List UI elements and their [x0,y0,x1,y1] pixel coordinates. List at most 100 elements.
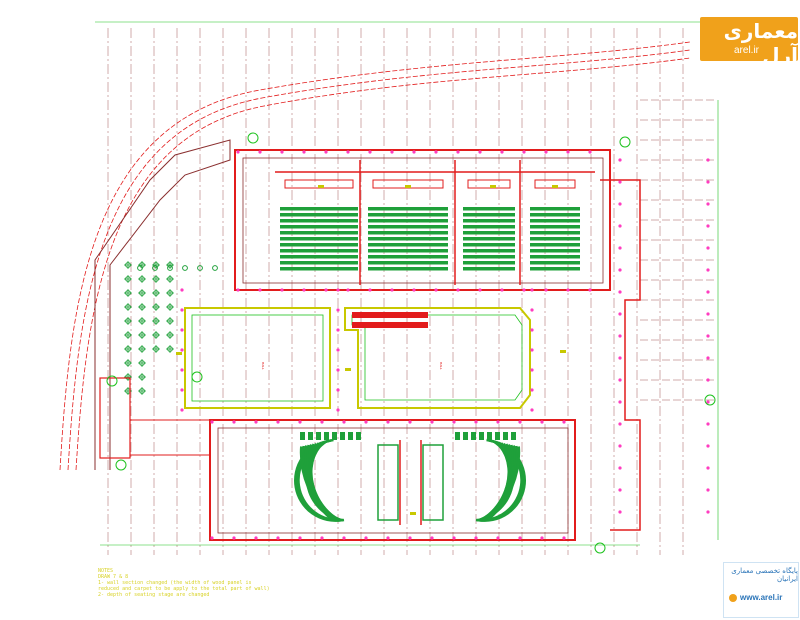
column-node [232,536,236,540]
seat-row [368,243,448,247]
stamp-line-1: پایگاه تخصصی معماری ایرانیان [731,567,798,583]
column-node [368,150,372,154]
column-node [336,288,340,292]
column-node [364,420,368,424]
column-node [280,288,284,292]
seat-row [280,249,358,253]
seat-block [324,432,329,440]
seat-block [356,432,361,440]
column-node [386,536,390,540]
column-node [544,150,548,154]
column-node [706,400,710,404]
column-node [706,466,710,470]
column-node [706,202,710,206]
column-node [302,288,306,292]
column-node [706,290,710,294]
seat-block [511,432,516,440]
seat-block [455,432,460,440]
bottom-block [209,419,576,541]
section-marker [594,542,606,554]
column-node [618,466,622,470]
column-node [618,378,622,382]
column-node [342,536,346,540]
room-tag [318,185,324,188]
table [137,265,143,271]
logo-text-en: arel.ir [734,45,760,56]
seat-row [368,261,448,265]
column-node [478,150,482,154]
column-node [408,536,412,540]
column-node [706,268,710,272]
room-tag [345,368,351,371]
seat-block [479,432,484,440]
left-corridor [129,419,211,456]
seat-row [368,213,448,217]
seat-row [368,237,448,241]
seat-row [463,231,515,235]
screen-stage [467,179,511,189]
column-node [618,224,622,228]
table [167,265,173,271]
seat-row [463,237,515,241]
column-node [706,356,710,360]
column-node [236,150,240,154]
column-node [408,420,412,424]
column-node [530,308,534,312]
table [182,265,188,271]
seat-block [495,432,500,440]
seat-row [280,255,358,259]
top-block [234,149,611,291]
column-node [706,246,710,250]
column-node [530,328,534,332]
column-node [346,288,350,292]
column-node [412,150,416,154]
cafe-tables [124,261,218,395]
column-node [324,288,328,292]
notes-line-4: 2- depth of seating stage are changed [98,592,210,598]
column-node [474,536,478,540]
drawing-notes: NOTES DRAW 7 & 8 1- wall section changed… [98,568,270,598]
seat-row [530,231,580,235]
column-node [706,224,710,228]
seat-row [463,243,515,247]
column-node [566,288,570,292]
column-node [530,368,534,372]
seat-row [368,207,448,211]
notes-title: NOTES [98,568,114,574]
column-node [618,444,622,448]
column-node [390,150,394,154]
column-node [336,308,340,312]
column-node [180,308,184,312]
column-node [518,420,522,424]
column-node [566,150,570,154]
column-node [706,158,710,162]
seat-row [530,249,580,253]
column-node [452,420,456,424]
column-node [706,488,710,492]
auditorium-seating [294,432,526,522]
seat-row [280,237,358,241]
seat-row [530,261,580,265]
column-node [346,150,350,154]
seat-block [316,432,321,440]
column-node [210,536,214,540]
stamp-logo-icon [729,594,737,602]
column-node [298,420,302,424]
seat-arc [486,446,521,521]
seat-row [530,267,580,271]
seat-row [530,237,580,241]
column-node [496,420,500,424]
column-node [180,388,184,392]
seat-row [463,207,515,211]
brand-logo[interactable]: معماری آرل arel.ir [700,17,798,67]
column-node [618,510,622,514]
column-node [434,288,438,292]
section-marker [247,132,259,144]
column-node [540,536,544,540]
column-node [706,378,710,382]
seat-row [463,213,515,217]
seat-row [530,243,580,247]
seat-row [368,231,448,235]
grid-lines [107,28,715,555]
